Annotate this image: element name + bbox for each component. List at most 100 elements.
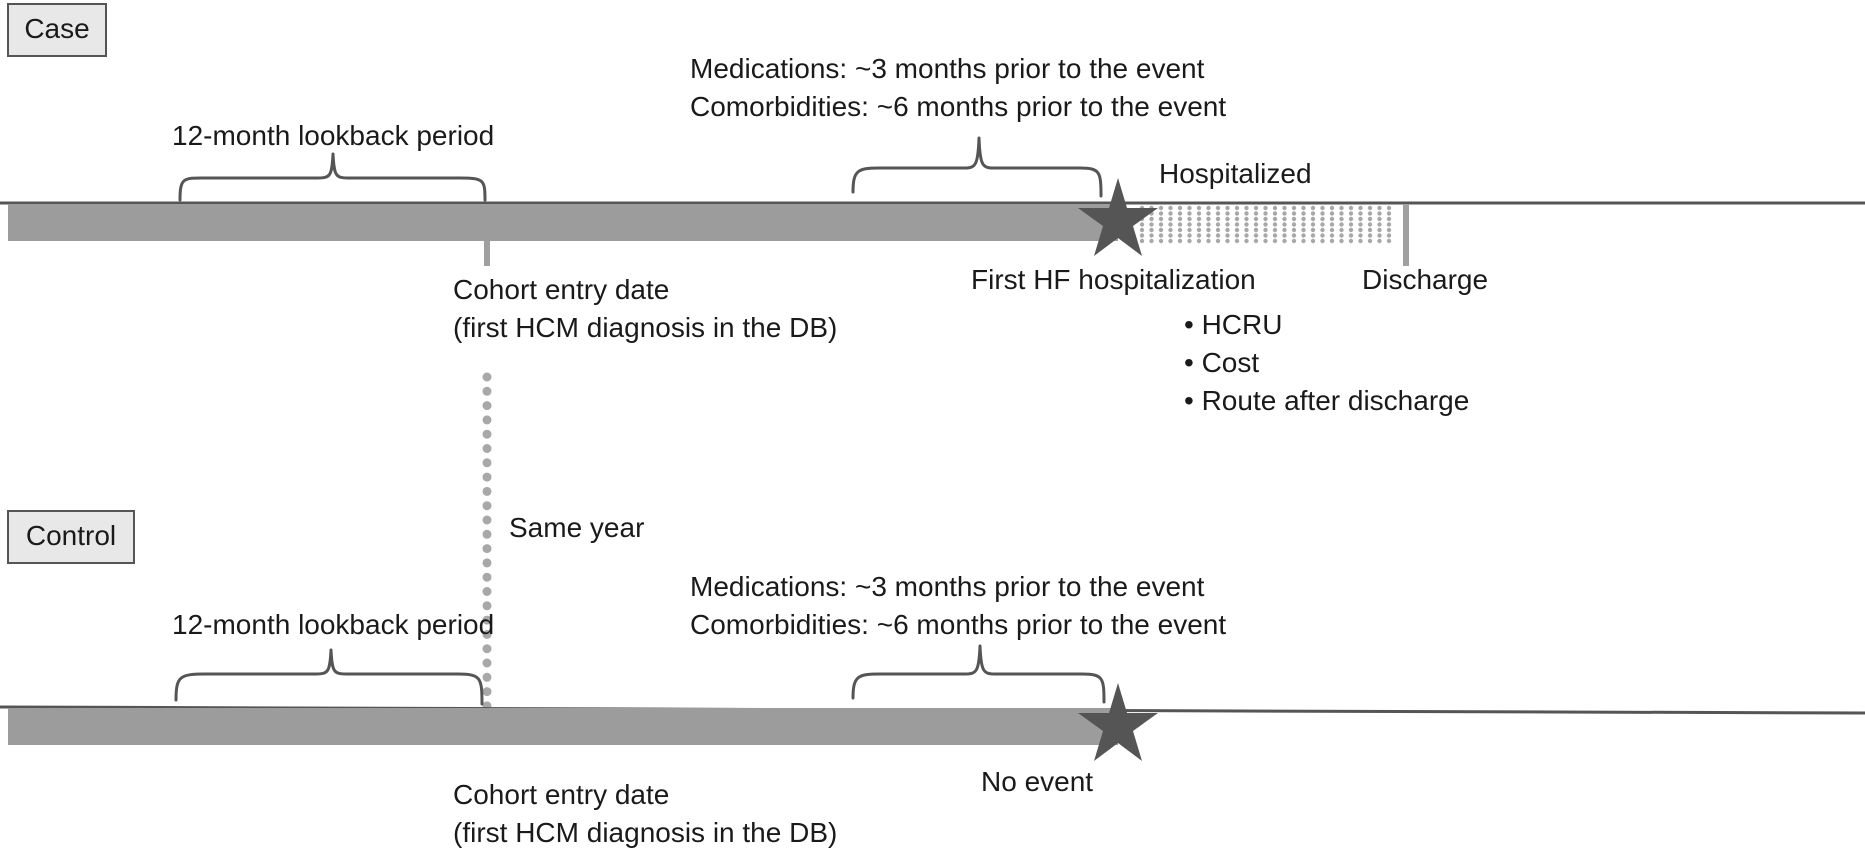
hospitalization-dot [1253, 211, 1259, 216]
hospitalization-dot [1158, 222, 1164, 227]
case-event-label: First HF hospitalization [971, 264, 1256, 295]
case-lookback-brace [178, 152, 487, 202]
hospitalization-dot [1310, 238, 1316, 244]
hospitalization-dot [1196, 211, 1202, 216]
hospitalization-dot [1272, 238, 1278, 244]
hospitalization-dot [1234, 227, 1240, 233]
hospitalization-dot [1320, 211, 1325, 216]
case-lookback-label: 12-month lookback period [172, 120, 494, 151]
hospitalization-dot [1367, 205, 1373, 211]
hospitalization-dot [1253, 238, 1259, 244]
same-year-label: Same year [509, 512, 644, 543]
hospitalization-dot [1168, 227, 1173, 233]
hospitalization-dot [1206, 216, 1211, 222]
control-label: Control [26, 520, 116, 551]
hospitalization-dot [1272, 227, 1278, 233]
hospitalization-dot [1310, 211, 1316, 216]
hospitalization-dot [1310, 227, 1316, 233]
hospitalization-dot [1291, 216, 1297, 222]
hospitalization-dot [1206, 233, 1211, 238]
hospitalization-dot [1149, 227, 1154, 233]
same-year-dot [482, 415, 492, 425]
hospitalization-dot [1244, 238, 1249, 244]
hospitalization-dot [1272, 233, 1278, 238]
hospitalization-dot [1263, 216, 1268, 222]
hospitalization-dot [1225, 238, 1230, 244]
same-year-dotted-connector [482, 372, 492, 711]
hospitalization-dot [1158, 216, 1164, 222]
control-meds-comorb-brace [851, 644, 1106, 704]
hospitalization-dot [1187, 222, 1192, 227]
hospitalization-dot [1206, 238, 1211, 244]
hospitalization-dot [1168, 233, 1173, 238]
hospitalization-dot [1158, 238, 1164, 244]
hospitalization-dot [1158, 211, 1164, 216]
same-year-dot [482, 429, 492, 439]
hospitalization-dot [1320, 233, 1325, 238]
hospitalization-dot [1139, 233, 1145, 238]
case-hospitalization-period [1139, 205, 1392, 244]
hospitalization-dot [1282, 216, 1287, 222]
hospitalization-dot [1225, 233, 1230, 238]
hospitalization-dot [1386, 233, 1392, 238]
hospitalization-dot [1301, 233, 1306, 238]
hospitalization-dot [1377, 238, 1382, 244]
same-year-dot [482, 444, 492, 453]
hospitalization-dot [1215, 227, 1221, 233]
hospitalization-dot [1253, 233, 1259, 238]
hospitalization-dot [1187, 205, 1192, 211]
control-group: Control 12-month lookback period Medicat… [0, 510, 1865, 848]
hospitalization-dot [1348, 205, 1354, 211]
hospitalization-dot [1139, 222, 1145, 227]
hospitalization-dot [1310, 216, 1316, 222]
hospitalization-dot [1291, 227, 1297, 233]
hospitalization-dot [1158, 233, 1164, 238]
hospitalization-dot [1282, 205, 1287, 211]
hospitalization-dot [1215, 233, 1221, 238]
hospitalization-dot [1244, 227, 1249, 233]
hospitalization-dot [1206, 222, 1211, 227]
hospitalization-dot [1348, 211, 1354, 216]
hospitalization-dot [1348, 222, 1354, 227]
hospitalization-dot [1225, 227, 1230, 233]
same-year-dot [482, 458, 492, 468]
hospitalization-dot [1158, 227, 1164, 233]
hospitalization-dot [1310, 222, 1316, 227]
hospitalization-dot [1168, 222, 1173, 227]
hospitalization-dot [1291, 233, 1297, 238]
hospitalization-dot [1339, 222, 1344, 227]
same-year-dot [482, 401, 492, 411]
control-event-label: No event [981, 766, 1093, 797]
same-year-dot [482, 587, 492, 596]
case-hospitalized-label: Hospitalized [1159, 158, 1312, 189]
hospitalization-dot [1301, 238, 1306, 244]
hospitalization-dot [1225, 205, 1230, 211]
hospitalization-dot [1244, 233, 1249, 238]
case-outcome-route: • Route after discharge [1184, 385, 1469, 416]
hospitalization-dot [1329, 205, 1335, 211]
hospitalization-dot [1168, 211, 1173, 216]
hospitalization-dot [1367, 233, 1373, 238]
hospitalization-dot [1282, 238, 1287, 244]
same-year-dot [482, 672, 492, 682]
case-comorbidities-label: Comorbidities: ~6 months prior to the ev… [690, 91, 1226, 122]
hospitalization-dot [1158, 205, 1164, 211]
hospitalization-dot [1301, 216, 1306, 222]
hospitalization-dot [1291, 211, 1297, 216]
hospitalization-dot [1244, 205, 1249, 211]
hospitalization-dot [1358, 222, 1363, 227]
same-year-dot [482, 687, 492, 697]
hospitalization-dot [1196, 227, 1202, 233]
hospitalization-dot [1358, 227, 1363, 233]
same-year-dot [482, 558, 492, 568]
hospitalization-dot [1215, 211, 1221, 216]
same-year-dot [482, 386, 492, 396]
hospitalization-dot [1367, 227, 1373, 233]
hospitalization-dot [1234, 211, 1240, 216]
hospitalization-dot [1263, 222, 1268, 227]
hospitalization-dot [1263, 205, 1268, 211]
same-year-dot [482, 544, 492, 554]
hospitalization-dot [1139, 238, 1145, 244]
hospitalization-dot [1139, 227, 1145, 233]
